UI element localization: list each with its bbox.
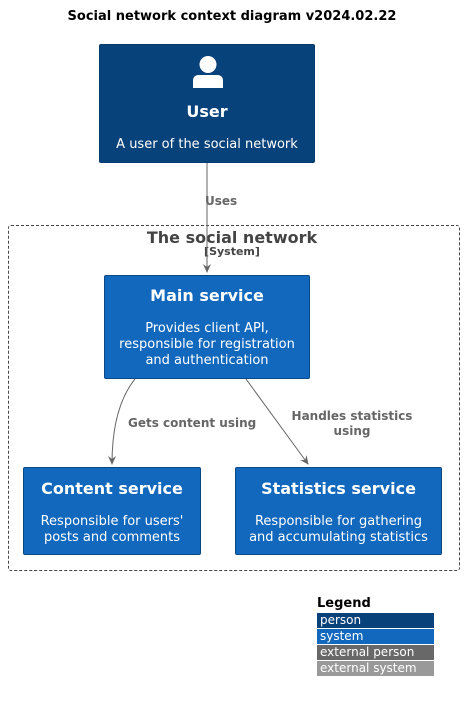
legend-item-external-system: external system xyxy=(317,661,434,676)
edge-main-stats xyxy=(245,378,309,465)
statistics-service-box: Statistics service Responsible for gathe… xyxy=(235,467,442,555)
relation-stats-label: Handles statistics using xyxy=(291,409,413,438)
statistics-service-description: Responsible for gathering and accumulati… xyxy=(249,514,428,545)
person-description: A user of the social network xyxy=(116,137,298,152)
system-boundary xyxy=(8,225,460,571)
legend-item-person: person xyxy=(317,613,434,628)
main-service-box: Main service Provides client API, respon… xyxy=(104,275,310,379)
legend-item-external-person: external person xyxy=(317,645,434,660)
main-service-name: Main service xyxy=(150,286,264,305)
legend-title: Legend xyxy=(317,596,371,611)
relation-content-label: Gets content using xyxy=(128,416,257,430)
statistics-service-name: Statistics service xyxy=(261,479,416,498)
user-icon xyxy=(193,56,223,88)
content-service-box: Content service Responsible for users' p… xyxy=(23,467,201,555)
content-service-description: Responsible for users' posts and comment… xyxy=(40,514,184,545)
main-service-description: Provides client API, responsible for reg… xyxy=(119,321,295,368)
relation-uses-label: Uses xyxy=(205,194,238,208)
boundary-name: The social network xyxy=(146,228,318,247)
content-service-name: Content service xyxy=(41,479,183,498)
person-name: User xyxy=(186,102,228,121)
legend-item-system: system xyxy=(317,629,434,644)
edge-main-content xyxy=(108,378,136,465)
diagram-title: Social network context diagram v2024.02.… xyxy=(67,9,397,24)
boundary-type: [System] xyxy=(204,245,260,258)
user-person-box: User A user of the social network xyxy=(99,44,315,163)
